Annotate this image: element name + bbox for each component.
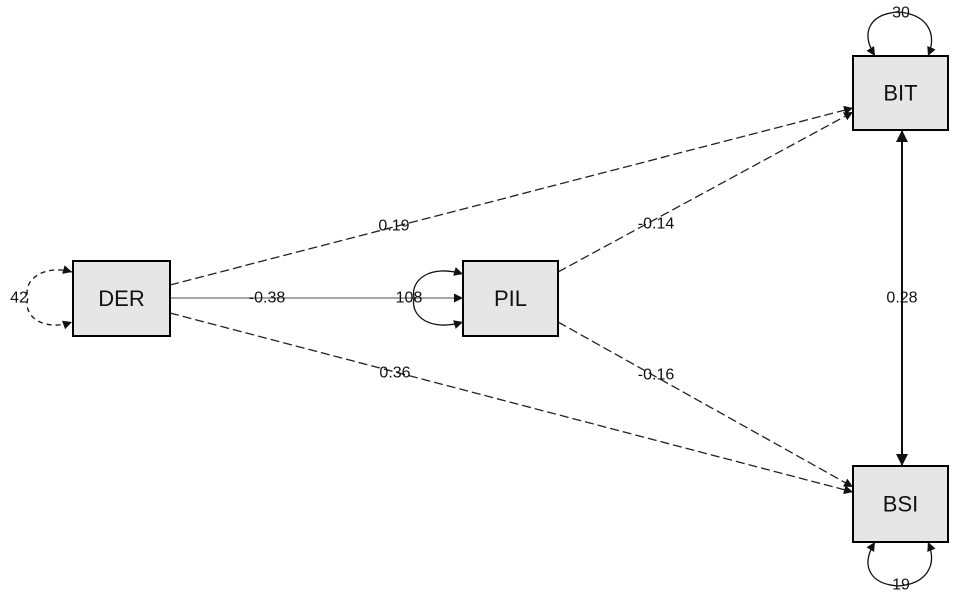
variance-loop-bsi [866, 541, 936, 587]
coef-pil-bsi: -0.16 [638, 367, 675, 384]
variance-bsi: 19 [892, 577, 910, 594]
path-pil-to-bsi [557, 321, 854, 488]
node-der-label: DER [98, 286, 144, 311]
node-bit-box [852, 55, 949, 131]
node-pil-label: PIL [494, 286, 527, 311]
node-bsi: BSI [852, 465, 949, 543]
variance-loop-pil [412, 267, 464, 329]
coef-pil-bit: -0.14 [638, 216, 675, 233]
path-pil-to-bit [557, 111, 854, 273]
variance-loop-bit [866, 11, 936, 57]
node-pil: PIL [462, 260, 559, 337]
variance-pil: 108 [396, 290, 423, 307]
node-der: DER [72, 260, 171, 337]
node-bit: BIT [852, 55, 949, 131]
path-der-to-bit [169, 105, 854, 286]
coef-der-pil: -0.38 [249, 290, 286, 307]
node-pil-box [462, 260, 559, 337]
node-bit-label: BIT [883, 81, 917, 106]
node-bsi-box [852, 465, 949, 543]
variance-der: 42 [10, 290, 28, 307]
variance-loop-der [26, 265, 73, 330]
path-der-to-bsi [169, 312, 854, 495]
coef-der-bsi: 0.36 [379, 365, 410, 382]
coef-bit-bsi: 0.28 [886, 290, 917, 307]
node-der-box [72, 260, 171, 337]
node-bsi-label: BSI [883, 492, 918, 517]
variance-bit: 30 [892, 5, 910, 22]
coef-der-bit: 0.19 [378, 218, 409, 235]
